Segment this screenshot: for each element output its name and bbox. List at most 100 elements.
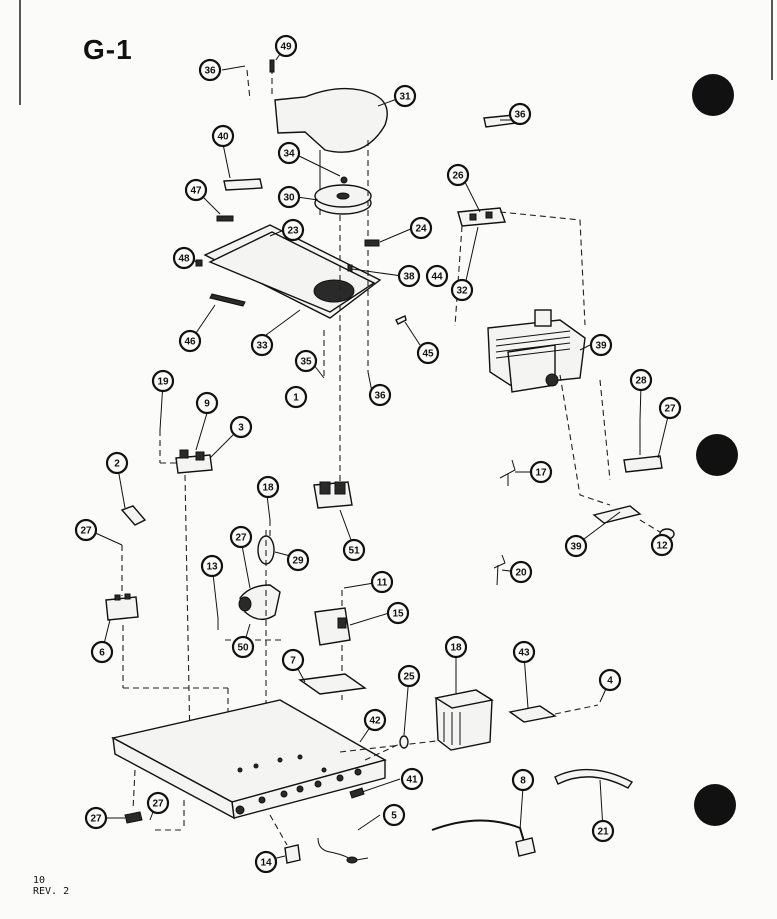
callout-number: 45	[422, 349, 434, 360]
callout-7: 7	[281, 648, 305, 672]
callout-15: 15	[386, 601, 410, 625]
callout-19: 19	[151, 369, 175, 393]
hole-punch-bottom	[694, 784, 736, 826]
fuse-holder	[105, 596, 139, 621]
magnetron-bracket-top	[457, 207, 506, 227]
callout-18: 18	[444, 635, 468, 659]
callout-33: 33	[250, 333, 274, 357]
callout-28: 28	[629, 368, 653, 392]
callout-number: 50	[237, 643, 249, 654]
thermal-cutout-bracket	[623, 455, 663, 473]
callout-number: 27	[235, 533, 247, 544]
callout-44: 44	[425, 264, 449, 288]
callout-2: 2	[105, 451, 129, 475]
callout-6: 6	[90, 640, 114, 664]
callout-number: 25	[403, 672, 415, 683]
callout-13: 13	[200, 554, 224, 578]
callout-12: 12	[650, 533, 674, 557]
callout-number: 40	[217, 132, 229, 143]
callout-number: 19	[157, 377, 169, 388]
callout-number: 24	[415, 224, 427, 235]
callout-50: 50	[231, 635, 255, 659]
callout-number: 36	[204, 66, 216, 77]
callout-number: 39	[570, 542, 582, 553]
callout-number: 23	[287, 226, 299, 237]
callout-number: 44	[431, 272, 443, 283]
transformer-bracket	[508, 705, 557, 723]
callout-number: 18	[450, 643, 462, 654]
fuse	[120, 505, 147, 526]
footer-revision: REV. 2	[33, 886, 70, 897]
callout-34: 34	[277, 141, 301, 165]
callout-number: 48	[178, 254, 190, 265]
callout-35: 35	[294, 349, 318, 373]
callout-31: 31	[393, 84, 417, 108]
callout-39: 39	[564, 534, 588, 558]
callout-number: 27	[90, 814, 102, 825]
callout-18: 18	[256, 475, 280, 499]
callout-25: 25	[397, 664, 421, 688]
callout-9: 9	[195, 391, 219, 415]
callout-46: 46	[178, 329, 202, 353]
callout-number: 15	[392, 609, 404, 620]
callout-number: 49	[280, 42, 292, 53]
callout-number: 4	[607, 676, 613, 687]
callout-number: 6	[99, 648, 105, 659]
callout-number: 27	[80, 526, 92, 537]
callout-number: 43	[518, 648, 530, 659]
callout-27: 27	[74, 518, 98, 542]
callout-number: 32	[456, 286, 468, 297]
callout-4: 4	[598, 668, 622, 692]
callout-number: 12	[656, 541, 668, 552]
callout-number: 36	[374, 391, 386, 402]
callout-number: 3	[238, 423, 244, 434]
callout-number: 13	[206, 562, 218, 573]
power-cord	[431, 819, 526, 846]
callout-number: 11	[377, 578, 388, 589]
callout-number: 38	[403, 272, 415, 283]
rubber-foot	[124, 811, 143, 824]
label-plate	[223, 178, 263, 191]
callout-48: 48	[172, 246, 196, 270]
callout-number: 5	[391, 811, 397, 822]
callout-number: 27	[664, 404, 676, 415]
callout-number: 27	[152, 799, 164, 810]
high-voltage-capacitor	[239, 584, 281, 620]
callout-number: 26	[452, 171, 464, 182]
callout-30: 30	[277, 185, 301, 209]
callout-27: 27	[229, 525, 253, 549]
callout-number: 28	[635, 376, 647, 387]
washer	[399, 735, 409, 749]
callout-26: 26	[446, 163, 470, 187]
callout-number: 30	[283, 193, 295, 204]
callout-number: 2	[114, 459, 120, 470]
wire-harness	[554, 768, 634, 789]
callout-32: 32	[450, 278, 474, 302]
callout-number: 7	[290, 656, 296, 667]
callout-27: 27	[658, 396, 682, 420]
callout-number: 29	[292, 556, 304, 567]
callout-number: 33	[256, 341, 268, 352]
terminal-connector	[284, 844, 301, 864]
callout-1: 1	[284, 385, 308, 409]
callout-47: 47	[184, 178, 208, 202]
callout-number: 1	[293, 393, 299, 404]
wire-clip-lower	[493, 554, 506, 586]
callout-number: 20	[515, 568, 527, 579]
callout-11: 11	[370, 570, 394, 594]
callout-23: 23	[281, 218, 305, 242]
callout-number: 18	[262, 483, 274, 494]
page-footer: 10 REV. 2	[33, 875, 69, 897]
callout-17: 17	[529, 460, 553, 484]
callout-number: 41	[406, 775, 418, 786]
callout-36: 36	[368, 383, 392, 407]
callout-27: 27	[84, 806, 108, 830]
callout-36: 36	[508, 102, 532, 126]
callout-14: 14	[254, 850, 278, 874]
callout-number: 17	[535, 468, 547, 479]
callout-number: 42	[369, 716, 381, 727]
capacitor-bracket	[298, 673, 367, 695]
footer-page-number: 10	[33, 875, 46, 886]
